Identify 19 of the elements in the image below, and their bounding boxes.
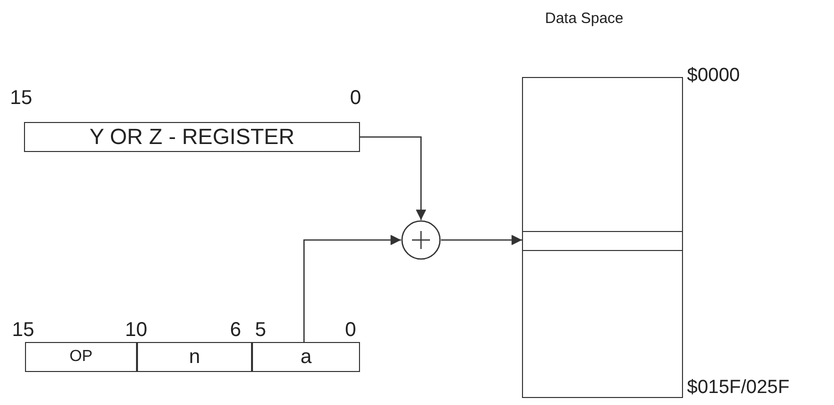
bit-field: a [252, 342, 360, 372]
memory-title: Data Space [545, 11, 624, 26]
address-label: $0000 [687, 66, 740, 85]
bit-field: OP [25, 342, 137, 372]
register-field: Y OR Z - REGISTER [24, 122, 360, 152]
arrow [360, 136, 426, 220]
adder-circle [401, 220, 441, 260]
bit-number: 0 [350, 87, 362, 110]
bit-number: 15 [12, 319, 34, 342]
bit-number: 15 [10, 87, 32, 110]
bit-number: 5 [255, 319, 266, 342]
bit-number: 0 [345, 319, 356, 342]
address-label: $015F/025F [687, 378, 790, 397]
bit-field: n [137, 342, 252, 372]
arrow [303, 234, 401, 342]
bit-number: 6 [230, 319, 242, 342]
bit-number: 10 [125, 319, 148, 342]
arrow [441, 234, 522, 246]
memory-slot [522, 231, 683, 251]
